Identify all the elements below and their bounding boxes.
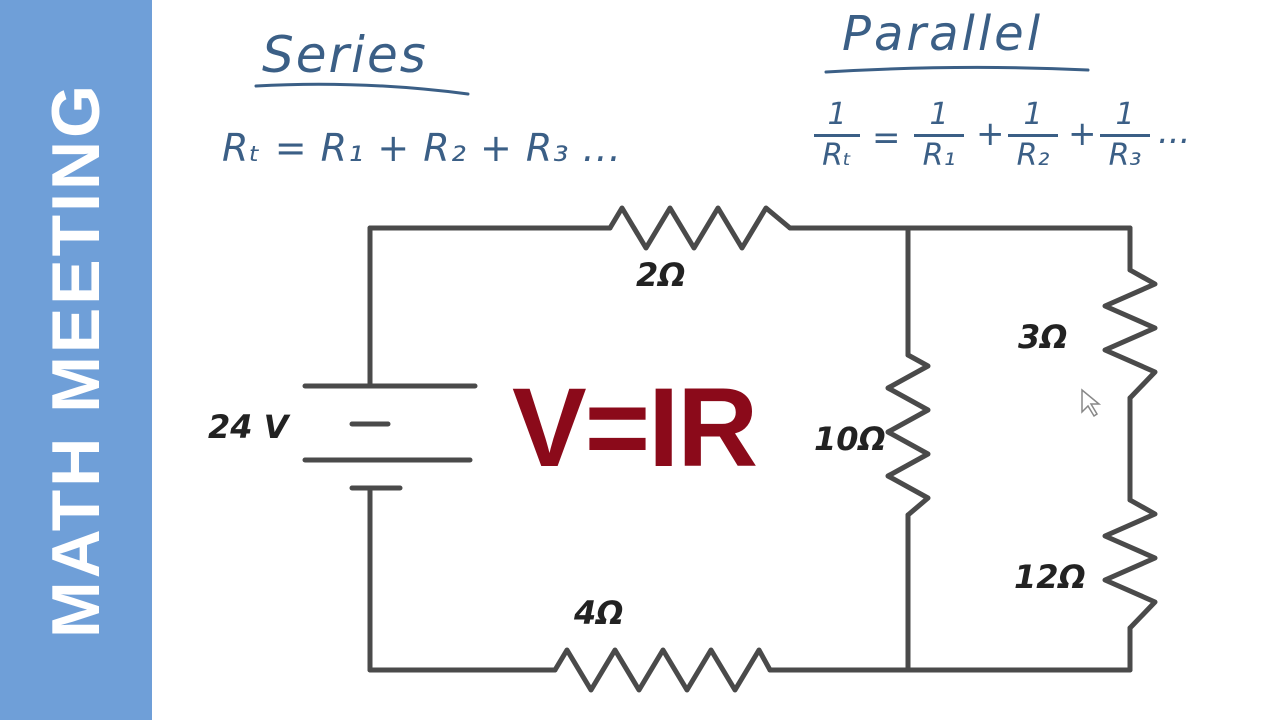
resistor-label-3ohm: 3Ω bbox=[1018, 318, 1068, 356]
resistor-middle-10ohm bbox=[885, 352, 931, 518]
resistor-label-10ohm: 10Ω bbox=[814, 420, 886, 458]
fraction-numerator: 1 bbox=[929, 97, 949, 132]
parallel-term-3: 1 R₃ bbox=[1100, 98, 1150, 173]
fraction-denominator: R₁ bbox=[922, 138, 956, 173]
fraction-denominator: R₂ bbox=[1016, 138, 1050, 173]
cursor-icon bbox=[1081, 388, 1102, 418]
resistor-top-2ohm bbox=[607, 205, 793, 251]
resistor-label-2ohm: 2Ω bbox=[636, 256, 686, 294]
ohms-law-equation: V=IR bbox=[512, 365, 758, 490]
fraction-numerator: 1 bbox=[1023, 97, 1043, 132]
parallel-term-1: 1 R₁ bbox=[914, 98, 964, 173]
fraction-bar bbox=[1008, 134, 1058, 137]
battery-voltage-label: 24 V bbox=[208, 408, 289, 446]
parallel-heading: Parallel bbox=[842, 6, 1044, 62]
resistor-right-3ohm bbox=[1102, 267, 1158, 401]
parallel-lhs-fraction: 1 Rₜ bbox=[814, 98, 860, 173]
series-underline bbox=[254, 82, 470, 96]
fraction-bar bbox=[1100, 134, 1150, 137]
resistor-right-12ohm bbox=[1102, 497, 1158, 631]
plus-sign: + bbox=[1068, 114, 1097, 154]
parallel-ellipsis: ... bbox=[1158, 112, 1191, 152]
parallel-underline bbox=[824, 65, 1090, 74]
fraction-denominator: Rₜ bbox=[822, 138, 852, 173]
brand-sidebar: MATH MEETING bbox=[0, 0, 152, 720]
resistor-label-4ohm: 4Ω bbox=[574, 594, 624, 632]
series-heading: Series bbox=[262, 26, 428, 84]
plus-sign: + bbox=[976, 114, 1005, 154]
fraction-numerator: 1 bbox=[827, 97, 847, 132]
fraction-bar bbox=[914, 134, 964, 137]
equals-sign: = bbox=[872, 118, 901, 158]
series-formula: Rₜ = R₁ + R₂ + R₃ ... bbox=[222, 126, 622, 170]
fraction-bar bbox=[814, 134, 860, 137]
fraction-numerator: 1 bbox=[1115, 97, 1135, 132]
resistor-label-12ohm: 12Ω bbox=[1014, 558, 1086, 596]
fraction-denominator: R₃ bbox=[1108, 138, 1142, 173]
parallel-term-2: 1 R₂ bbox=[1008, 98, 1058, 173]
resistor-bottom-4ohm bbox=[552, 647, 773, 693]
